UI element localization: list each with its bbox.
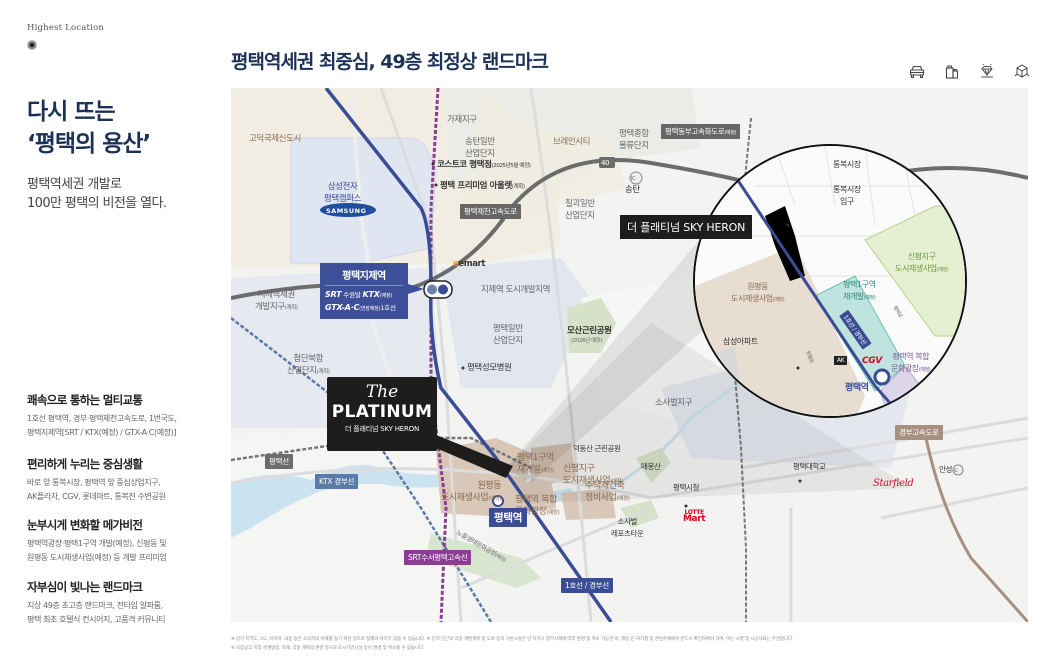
label-housing: 주택재건축 정비사업(예정)	[585, 481, 630, 503]
label-costco: 코스트코 평택점(2025년5월 예정)	[437, 160, 531, 170]
feature-desc: 바로 앞 통복시장, 평택역 앞 중심상업지구,AK플라자, CGV, 롯데마트…	[27, 478, 166, 501]
platinum-sub: 더 플래티넘 SKY HERON	[344, 425, 420, 433]
road-tag-pt-jecheon: 평택제천고속도로	[460, 204, 521, 219]
label-gajae: 가재지구	[447, 115, 477, 125]
highway-40-shield: 40	[601, 159, 610, 167]
label-maebongsan: 매봉산	[641, 462, 661, 471]
label-hospital: 평택성모병원	[467, 363, 512, 373]
label-mosan-park: 모산근린공원	[567, 326, 612, 336]
rail-tag-ktx: KTX 경부선	[315, 474, 359, 489]
zoom-label-pt-station: 평택역	[845, 383, 869, 393]
diamond-icon[interactable]	[978, 63, 995, 80]
station-name: 평택지제역	[325, 267, 403, 286]
road-tag-gyeongbu: 경부고속도로	[895, 425, 943, 440]
label-city-hall: 평택시청	[673, 483, 699, 492]
rail-tag-line1: 1호선 / 경부선	[561, 578, 613, 593]
label-culture-plaza: 평택역 복합 문화광장(예정)	[515, 495, 560, 517]
zoom-label-culture-plaza: 평택역 복합 문화광장(예정)	[891, 352, 931, 373]
label-logistics: 평택종합 물류단지	[619, 129, 649, 151]
the-platinum-badge[interactable]: The PLATINUM 더 플래티넘 SKY HERON	[327, 377, 437, 451]
zoom-label-tongbok-entrance: 통복시장 입구	[833, 185, 861, 206]
cgv-logo: CGV	[862, 356, 882, 366]
landmark-cube-icon[interactable]	[1013, 63, 1030, 80]
ic-icon: IC	[631, 176, 636, 182]
station-card-pointer	[408, 284, 424, 294]
shopping-bag-icon[interactable]	[943, 63, 960, 80]
sky-heron-label: 더 플래티넘 SKY HERON	[620, 215, 753, 239]
subheadline-line-1: 평택역세권 개발로	[27, 177, 122, 192]
brand-label: Highest Location	[27, 23, 105, 33]
starfield-logo: Starfield	[873, 478, 914, 489]
transport-car-icon[interactable]	[908, 63, 925, 80]
rail-tag-pt-line: 평택선	[265, 454, 293, 469]
label-cheomdan: 첨단복합 산업단지(계획)	[287, 354, 330, 376]
station-lines-2: GTX-A·C(연장예정)1호선	[325, 303, 396, 312]
label-godeok: 고덕국제신도시	[249, 134, 301, 144]
label-wonpyeong: 원평동 도시재생사업(예정)	[441, 481, 502, 503]
feature-transport: 쾌속으로 통하는 멀티교통 1호선 평택역, 경부·평택제천고속도로, 1번국도…	[27, 392, 227, 440]
label-songtan: 송탄	[625, 185, 640, 195]
location-map[interactable]: 고덕국제신도시 삼성전자 평택캠퍼스 SAMSUNG 가재지구 송탄일반 산업단…	[231, 88, 1028, 622]
label-jije-area: 지제역세권 개발지구(계획)	[255, 290, 298, 312]
feature-title: 눈부시게 변화할 메가비전	[27, 518, 143, 532]
label-jije-dev: 지제역 도시개발지역	[481, 285, 551, 295]
label-samsung-campus: 삼성전자 평택캠퍼스	[324, 182, 362, 204]
anseong-ic-icon: IC	[954, 469, 958, 474]
zoom-label-sinpyeong: 신평지구 도시재생사업(예정)	[895, 252, 949, 273]
platinum-name: PLATINUM	[331, 402, 433, 422]
label-pt-industrial: 평택일반 산업단지	[493, 324, 523, 346]
label-anseong: 안성	[939, 465, 952, 474]
pyeongtaek-station-tag: 평택역	[489, 508, 528, 527]
feature-desc: 지상 49층 초고층 랜드마크, 전타입 알파룸,평택 최초 호텔식 컨시어지,…	[27, 601, 166, 624]
zoom-inset-circle[interactable]: 통복시장 통복시장 입구 신평지구 도시재생사업(예정) 평택1구역 재개발(예…	[693, 144, 967, 418]
label-chilgoe: 칠괴일반 산업단지	[565, 199, 595, 221]
zoom-inset-map	[695, 146, 965, 416]
feature-title: 편리하게 누리는 중심생활	[27, 457, 143, 471]
disclaimer-footnote: ※ 상기 지역도, CG, 이미지, 내용 등은 소비자의 이해를 돕기 위한 …	[231, 635, 793, 653]
jije-station-marker	[423, 280, 453, 299]
category-icon-row	[908, 63, 1030, 80]
station-lines-1: SRT 수원발 KTX(예정)	[325, 290, 393, 299]
samsung-logo: SAMSUNG	[326, 207, 367, 215]
feature-title: 쾌속으로 통하는 멀티교통	[27, 393, 143, 407]
label-mosan-note: (2026년 예정)	[571, 338, 603, 344]
disclaimer-line-2: ※ 모집공고 이후 관계법령, 조례, 각종 계획의 변경 등으로 도시기반시설…	[231, 646, 425, 651]
headline-line-1: 다시 뜨는	[27, 99, 116, 125]
label-brain-city: 브레인시티	[553, 137, 591, 147]
label-pt1-redev: 평택1구역 재개발(예정)	[517, 453, 554, 475]
feature-desc: 1호선 평택역, 경부·평택제천고속도로, 1번국도,평택지제역[SRT / K…	[27, 414, 177, 437]
platinum-the: The	[365, 382, 399, 402]
feature-living: 편리하게 누리는 중심생활 바로 앞 통복시장, 평택역 앞 중심상업지구,AK…	[27, 456, 227, 504]
emart-logo: eemart	[453, 259, 485, 269]
zoom-label-pt1-redev: 평택1구역 재개발(예정)	[843, 280, 876, 301]
jije-station-card[interactable]: 평택지제역 SRT 수원발 KTX(예정) GTX-A·C(연장예정)1호선	[320, 263, 408, 319]
page-subheadline: 평택역세권 개발로 100만 평택의 비전을 열다.	[27, 175, 167, 213]
zoom-label-tongbok-market: 통복시장	[833, 160, 861, 169]
label-songtan-industrial: 송탄일반 산업단지	[465, 137, 495, 159]
page-headline: 다시 뜨는 ‘평택의 용산’	[27, 96, 151, 160]
label-sinpyeong: 신평지구 도시재생사업(예정)	[563, 464, 624, 486]
label-sosabeol-leports: 소사벌 레포츠타운	[611, 517, 644, 538]
label-deokdong-park: 덕동산 근린공원	[573, 444, 621, 453]
disclaimer-line-1: ※ 상기 지역도, CG, 이미지, 내용 등은 소비자의 이해를 돕기 위한 …	[231, 637, 794, 642]
label-outlet: 평택 프리미엄 아울렛(계획)	[440, 181, 525, 191]
label-pt-univ: 평택대학교	[793, 462, 826, 471]
map-title: 평택역세권 최중심, 49층 최정상 랜드마크	[231, 51, 549, 73]
zoom-label-samsung-apt: 삼성아파트	[723, 337, 758, 346]
feature-title: 자부심이 빛나는 랜드마크	[27, 580, 143, 594]
ak-plaza-logo: AK	[834, 356, 848, 365]
zoom-label-wonpyeong: 원평동 도시재생사업(예정)	[731, 282, 785, 303]
road-tag-pt-east: 평택동부고속화도로(예정)	[661, 124, 741, 139]
rail-tag-srt: SRT수서평택고속선	[404, 550, 472, 565]
label-sosabeol: 소사벌지구	[655, 398, 693, 408]
feature-landmark: 자부심이 빛나는 랜드마크 지상 49층 초고층 랜드마크, 전타입 알파룸,평…	[27, 579, 227, 627]
headline-line-2: ‘평택의 용산’	[27, 131, 151, 157]
emblem-icon	[27, 40, 37, 50]
subheadline-line-2: 100만 평택의 비전을 열다.	[27, 196, 167, 211]
